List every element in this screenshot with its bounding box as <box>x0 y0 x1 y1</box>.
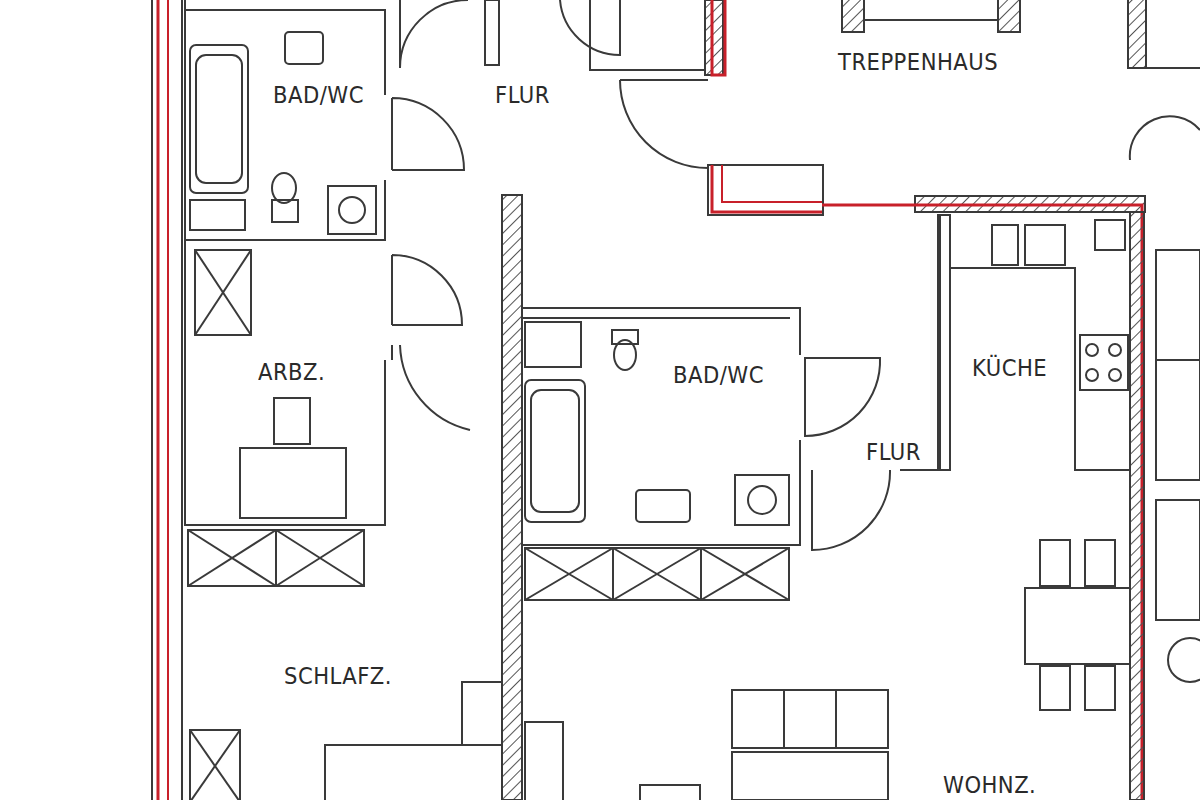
room-label: BAD/WC <box>273 82 364 108</box>
room-label: BAD/WC <box>673 362 764 388</box>
room-label: FLUR <box>866 439 921 465</box>
room-label: SCHLAFZ. <box>284 663 392 689</box>
room-label: WOHNZ. <box>943 772 1036 798</box>
room-label: ARBZ. <box>258 359 325 385</box>
room-label: TREPPENHAUS <box>838 49 998 75</box>
room-label: FLUR <box>495 82 550 108</box>
room-label: KÜCHE <box>972 355 1047 381</box>
